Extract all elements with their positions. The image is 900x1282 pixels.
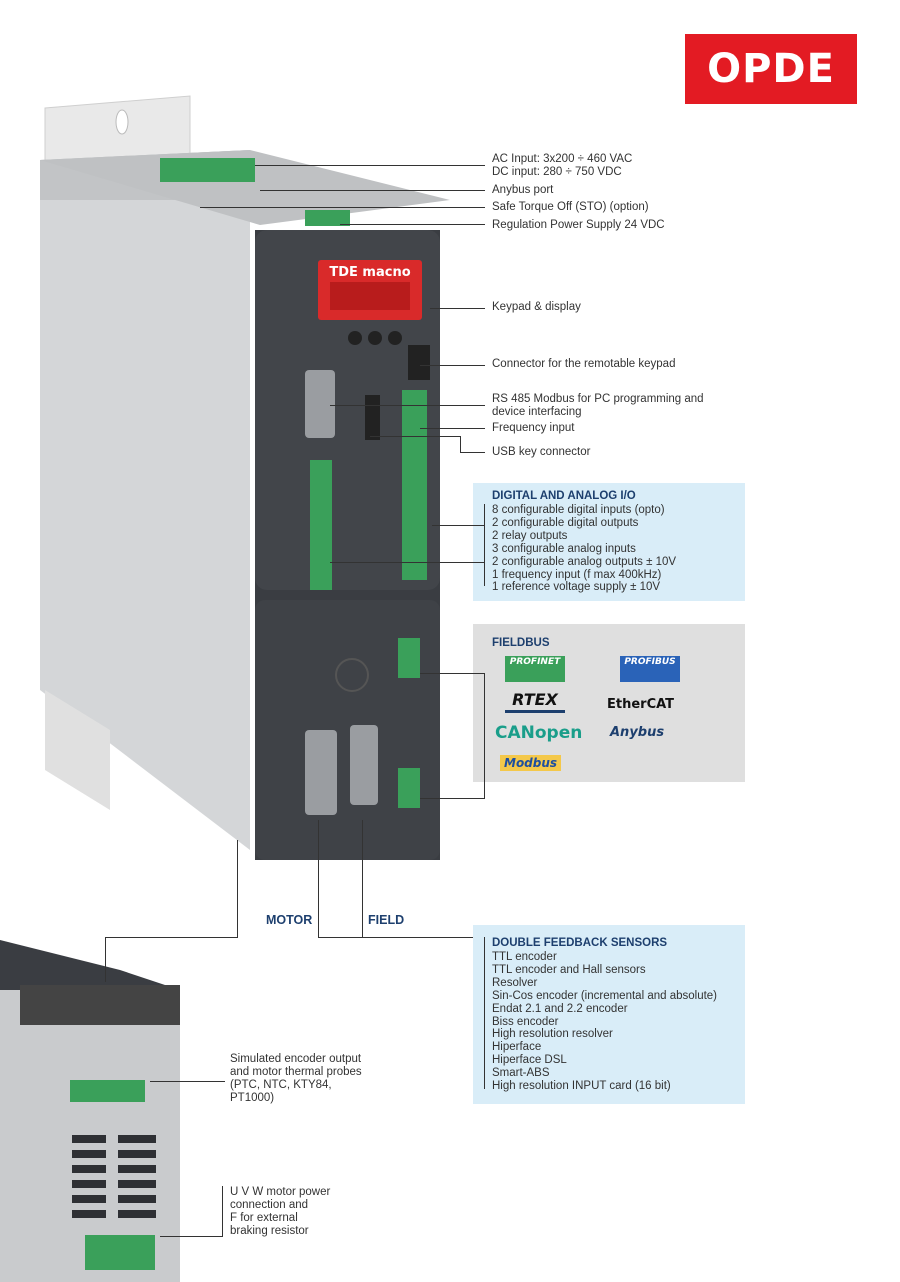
profinet-logo: PROFINET <box>505 656 565 682</box>
list-item: Smart-ABS <box>492 1067 550 1080</box>
list-item: 3 configurable analog inputs <box>492 542 636 555</box>
fieldbus-title: FIELDBUS <box>492 637 550 649</box>
rs485-label-line2: device interfacing <box>492 406 582 418</box>
power-supply-terminal <box>305 210 350 226</box>
list-item: 1 frequency input (f max 400kHz) <box>492 568 662 581</box>
modbus-logo: Modbus <box>500 755 562 771</box>
io-terminal-left <box>310 460 332 590</box>
digital-io-box <box>473 483 745 601</box>
fieldbus-terminal-2 <box>398 768 420 808</box>
list-item: 1 reference voltage supply ± 10V <box>492 581 661 594</box>
list-item: Hiperface DSL <box>492 1054 567 1067</box>
uvw-power-terminal <box>85 1235 155 1270</box>
ethercat-logo: EtherCAT <box>607 697 675 712</box>
ac-input-label: AC Input: 3x200 ÷ 460 VAC <box>492 153 633 165</box>
list-item: 2 configurable digital outputs <box>492 516 639 529</box>
list-item: TTL encoder <box>492 951 557 963</box>
rs485-connector <box>305 370 335 438</box>
drive-device-illustration: TDE macno <box>0 95 450 1282</box>
list-item: 8 configurable digital inputs (opto) <box>492 504 665 516</box>
list-item: Sin-Cos encoder (incremental and absolut… <box>492 989 718 1002</box>
list-item: Hiperface <box>492 1041 542 1054</box>
digital-io-title: DIGITAL AND ANALOG I/O <box>492 490 636 502</box>
motor-feedback-port <box>305 730 337 815</box>
list-item: Endat 2.1 and 2.2 encoder <box>492 1002 628 1015</box>
rtex-logo: RTEX <box>505 690 565 713</box>
list-item: 2 configurable analog outputs ± 10V <box>492 555 677 568</box>
feedback-box <box>473 925 745 1104</box>
usb-key-label: USB key connector <box>492 446 591 458</box>
feedback-title: DOUBLE FEEDBACK SENSORS <box>492 937 668 949</box>
rs485-label-line1: RS 485 Modbus for PC programming and <box>492 393 704 405</box>
profibus-logo: PROFIBUS <box>620 656 680 682</box>
ac-input-terminal <box>160 158 255 182</box>
list-item: High resolution INPUT card (16 bit) <box>492 1080 671 1093</box>
list-item: 2 relay outputs <box>492 529 568 542</box>
motor-label: MOTOR <box>266 913 313 927</box>
svg-text:TDE macno: TDE macno <box>329 265 410 280</box>
anybus-logo: Anybus <box>610 725 665 740</box>
io-terminal-right <box>402 390 427 580</box>
canopen-logo: CANopen <box>495 723 583 743</box>
list-item: Resolver <box>492 976 538 989</box>
opde-logo: OPDE <box>685 34 857 104</box>
dc-input-label: DC input: 280 ÷ 750 VDC <box>492 166 622 178</box>
usb-connector <box>365 395 380 440</box>
list-item: Biss encoder <box>492 1015 559 1028</box>
list-item: TTL encoder and Hall sensors <box>492 963 646 976</box>
regulation-power-label: Regulation Power Supply 24 VDC <box>492 219 665 231</box>
list-item: High resolution resolver <box>492 1028 613 1041</box>
frequency-input-label: Frequency input <box>492 422 575 434</box>
fieldbus-terminal-1 <box>398 638 420 678</box>
anybus-port-label: Anybus port <box>492 184 554 196</box>
remote-keypad-connector <box>408 345 430 380</box>
encoder-output-terminal <box>70 1080 145 1102</box>
encoder-output-callout: Simulated encoder output and motor therm… <box>230 1053 362 1104</box>
field-feedback-port <box>350 725 378 805</box>
remote-keypad-label: Connector for the remotable keypad <box>492 358 676 370</box>
keypad-display-label: Keypad & display <box>492 301 581 313</box>
digital-io-list: 8 configurable digital inputs (opto) 2 c… <box>492 504 676 594</box>
uvw-power-callout: U V W motor power connection and F for e… <box>230 1186 331 1237</box>
sto-label: Safe Torque Off (STO) (option) <box>492 201 649 213</box>
feedback-list: TTL encoder TTL encoder and Hall sensors… <box>492 951 717 1093</box>
field-label: FIELD <box>368 913 405 927</box>
